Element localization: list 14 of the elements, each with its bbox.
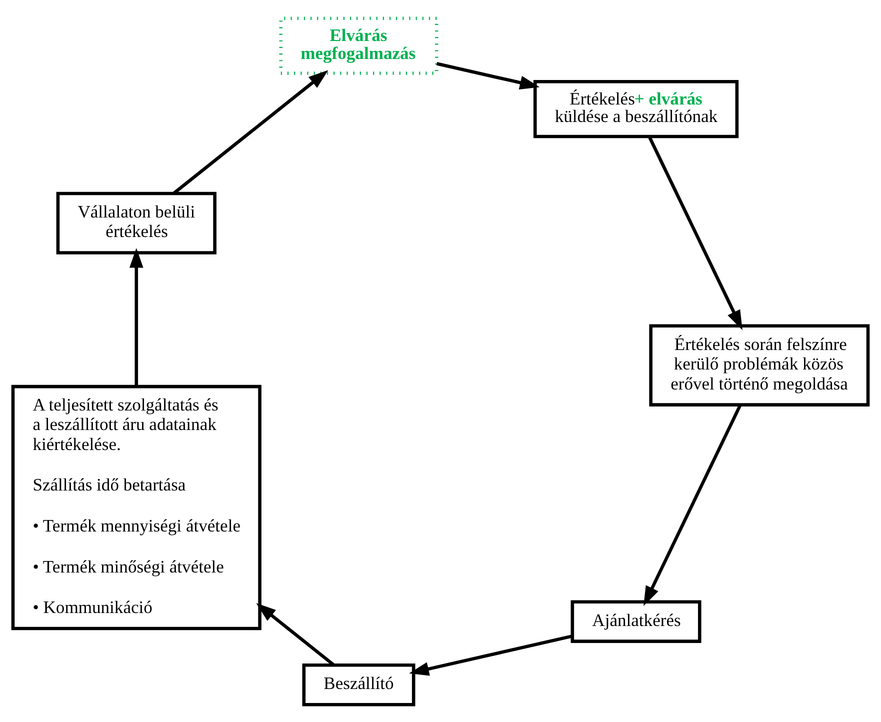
- node-box: Elvárás megfogalmazás: [279, 16, 438, 74]
- arrow: [436, 62, 540, 89]
- arrow: [409, 634, 572, 676]
- arrow: [648, 135, 742, 330]
- node-box: Ajánlatkérés: [570, 600, 702, 642]
- arrow: [172, 70, 328, 194]
- arrow: [256, 602, 335, 666]
- arrow: [129, 247, 144, 386]
- node-box: Értékelés során felszínre kerülő problémák közös erővel történő megoldása: [649, 324, 870, 406]
- node-box: Értékelés+ elvárás küldése a beszállítónak: [533, 80, 739, 138]
- arrow: [644, 404, 742, 606]
- node-box: Vállalaton belüli értékelés: [56, 191, 216, 254]
- node-box: Beszállító: [302, 662, 416, 706]
- node-box: A teljesített szolgáltatás és a leszállított áru adatainak kiértékelése. Szállítás idő betartása • Termék mennyiségi átvétele • Termék minőségi átvétele • Kommunikáció: [11, 384, 262, 630]
